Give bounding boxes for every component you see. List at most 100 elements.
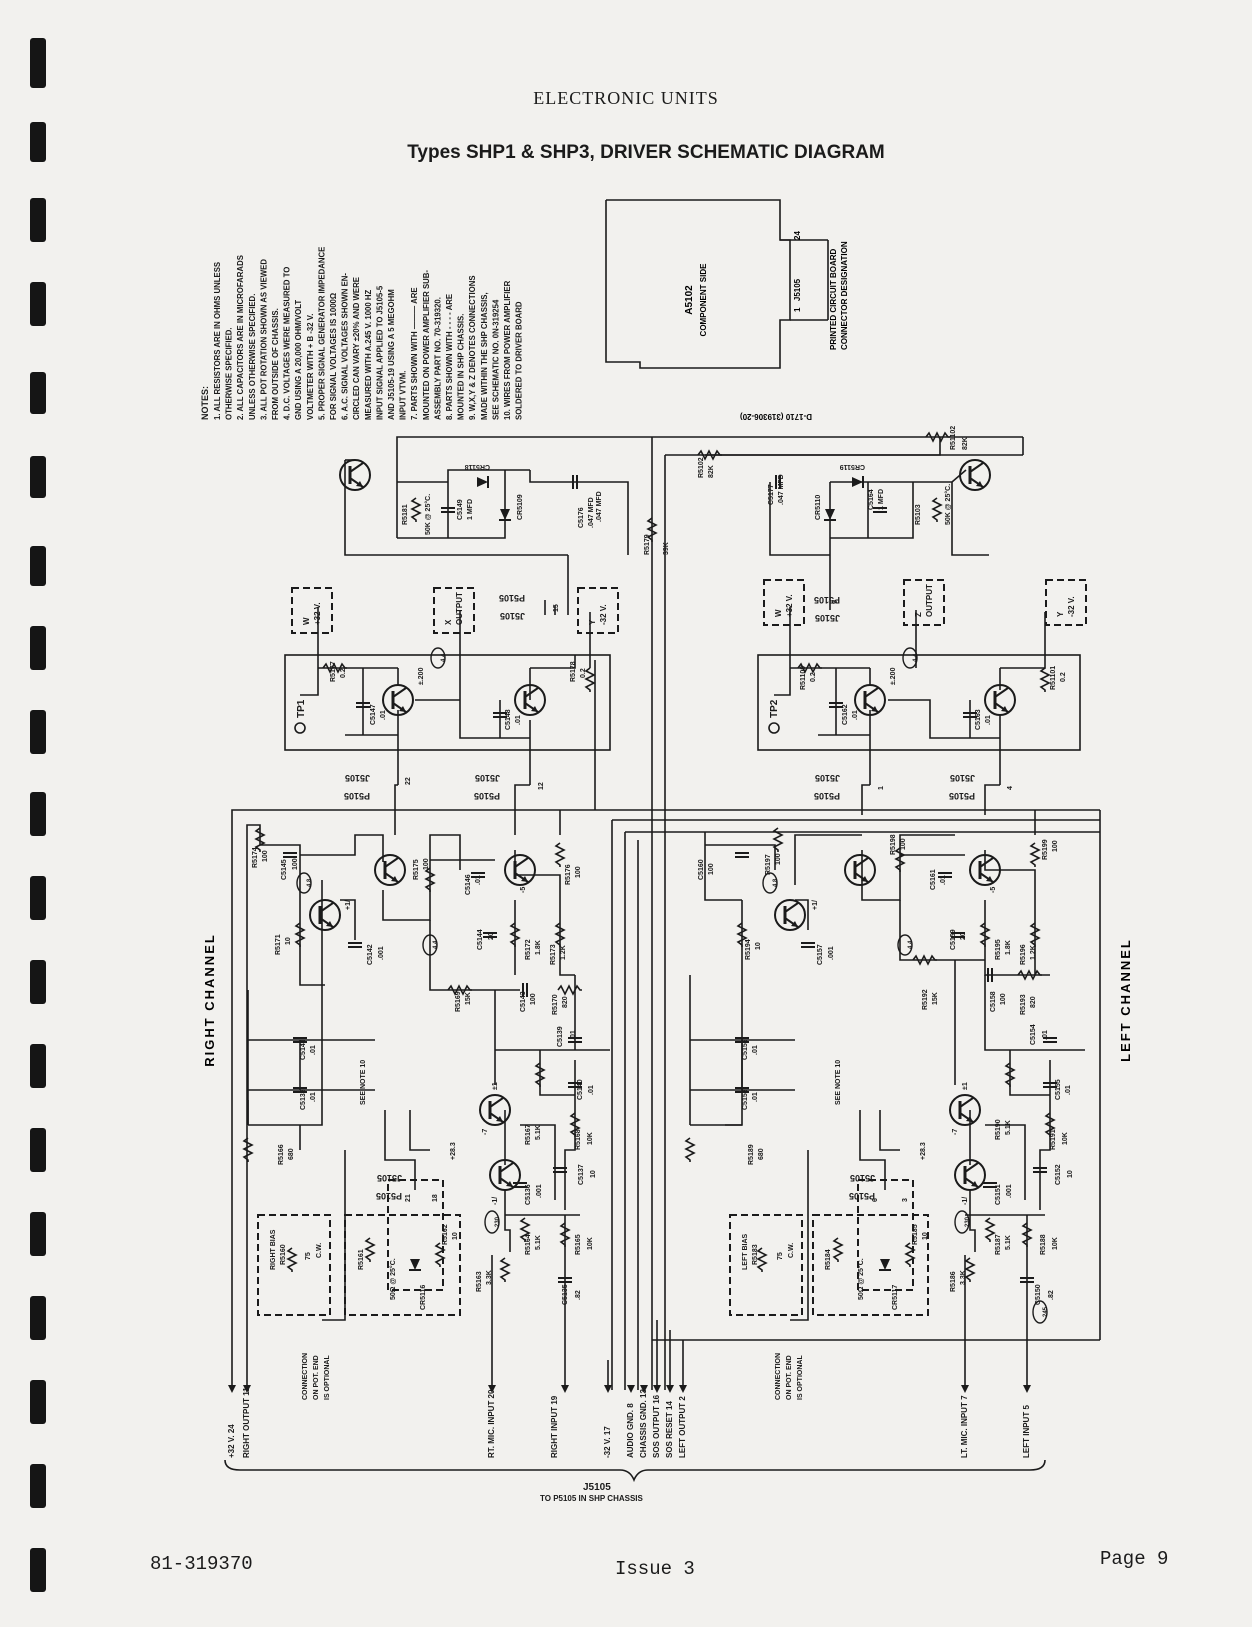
label-r5167: R5167 xyxy=(525,1124,532,1145)
label-c5148: C5148 xyxy=(505,709,512,730)
label-pin15: 15 xyxy=(553,604,560,612)
note-line: CIRCLED CAN VARY ±20% AND WERE xyxy=(352,277,361,420)
label-r5171v: 10 xyxy=(285,937,292,945)
label-r51100v: 0.2 xyxy=(810,672,817,682)
label-lb-title: LEFT BIAS xyxy=(742,1233,749,1270)
label-c5146: C5146 xyxy=(465,874,472,895)
binding-mark xyxy=(30,1044,46,1088)
label-c5156v: .01 xyxy=(752,1045,759,1055)
chassis-box-label: Y xyxy=(1056,611,1065,617)
label-r5190: R5190 xyxy=(995,1119,1002,1140)
note-line: MOUNTED IN SHP CHASSIS. xyxy=(457,314,466,420)
connection-note-line: CONNECTION xyxy=(302,1352,309,1400)
label-j5105-4: J5105 xyxy=(949,773,975,783)
label-c5155v: .01 xyxy=(1065,1085,1072,1095)
label-r51102v: 82K xyxy=(962,437,969,450)
label-cw2: C.W. xyxy=(788,1242,795,1258)
note-line: AND J5105-19 USING A 5 MEGOHM xyxy=(387,289,396,420)
label-r5178: R5178 xyxy=(570,661,577,682)
label-cw1: C.W. xyxy=(316,1242,323,1258)
note-line: 6. A.C. SIGNAL VOLTAGES SHOWN EN- xyxy=(341,273,350,420)
label-r5188v: 10K xyxy=(1052,1237,1059,1250)
label-r5166v: 680 xyxy=(288,1148,295,1160)
label-c5135v: .82 xyxy=(575,1290,582,1300)
label-r5177v: 0.2 xyxy=(340,668,347,678)
label-r5175: R5175 xyxy=(413,859,420,880)
label-r51100: R51100 xyxy=(800,665,807,690)
label-c5137v: 10 xyxy=(590,1170,597,1178)
note-line: MADE WITHIN THE SHP CHASSIS, xyxy=(480,292,489,420)
note-line: MOUNTED ON POWER AMPLIFIER SUB- xyxy=(422,270,431,420)
label-c5160v: 100 xyxy=(708,863,715,875)
note-line: INPUT VTVM. xyxy=(399,371,408,420)
board-caption-2: CONNECTOR DESIGNATION xyxy=(840,241,849,350)
label-r5160: R5160 xyxy=(280,1244,287,1265)
label-r5160v: 75 xyxy=(305,1252,312,1260)
label-r5162: R5162 xyxy=(442,1224,449,1245)
note-line: GND USING A 20,000 OHM/VOLT xyxy=(294,300,303,420)
bottom-connector-name: J5105 xyxy=(583,1482,611,1493)
note-line: OTHERWISE SPECIFIED. xyxy=(225,327,234,420)
label-r5191: R5191 xyxy=(1050,1129,1057,1150)
label-j5105-1: J5105 xyxy=(814,773,840,783)
notes-block: NOTES: 1. ALL RESISTORS ARE IN OHMS UNLE… xyxy=(200,247,524,420)
label-r5186v: 3.3K xyxy=(960,1270,967,1285)
board-connector: J5105 xyxy=(793,278,802,301)
label-r5193v: 820 xyxy=(1030,996,1037,1008)
note-line: SEE SCHEMATIC NO. 0N-319254 xyxy=(491,299,500,420)
label-c5154: C5154 xyxy=(1030,1024,1037,1045)
label-vq12b: -1/ xyxy=(492,1196,499,1205)
label-r5191v: 10K xyxy=(1062,1132,1069,1145)
label-vq12: +28.3 xyxy=(450,1142,457,1160)
label-r5189: R5189 xyxy=(748,1144,755,1165)
chassis-box-label: W xyxy=(774,609,783,617)
label-r51101: R51101 xyxy=(1050,665,1057,690)
label-cr5116: CR5116 xyxy=(420,1284,427,1310)
label-r5172: R5172 xyxy=(525,939,532,960)
binding-mark xyxy=(30,1548,46,1592)
label-r5176v: 100 xyxy=(575,866,582,878)
binding-mark xyxy=(30,1212,46,1256)
label-c5137: C5137 xyxy=(578,1164,585,1185)
label-c5159: C5159 xyxy=(950,929,957,950)
chassis-box-label: Y xyxy=(588,619,597,625)
label-c5142: C5142 xyxy=(367,944,374,965)
terminal-label: SOS RESET 14 xyxy=(665,1401,674,1458)
chassis-box-label: X xyxy=(444,619,453,625)
board-outline xyxy=(605,199,829,369)
label-rb-title: RIGHT BIAS xyxy=(270,1229,277,1270)
test-point-tp1 xyxy=(294,722,306,734)
label-v44b: 4.4 xyxy=(913,653,919,662)
label-r5199: R5199 xyxy=(1042,839,1049,860)
label-r5194v: 10 xyxy=(755,942,762,950)
note-line: 5. PROPER SIGNAL GENERATOR IMPEDANCE xyxy=(317,247,326,420)
label-r5102: R5102 xyxy=(698,457,705,478)
label-r5179: R5179 xyxy=(644,534,651,555)
note-line: 1. ALL RESISTORS ARE IN OHMS UNLESS xyxy=(213,262,222,420)
label-c5147: C5147 xyxy=(370,704,377,725)
label-c5151: C5151 xyxy=(995,1184,1002,1205)
label-seenote1: SEE NOTE 10 xyxy=(360,1059,367,1105)
label-r5170: R5170 xyxy=(552,994,559,1015)
footer-page-number: Page 9 xyxy=(1100,1548,1169,1570)
label-vq24: +1/ xyxy=(812,900,819,910)
binding-mark xyxy=(30,546,46,586)
label-c5141: C5141 xyxy=(300,1039,307,1060)
note-line: 4. D.C. VOLTAGES WERE MEASURED TO xyxy=(283,267,292,420)
bottom-connector-sub: TO P5105 IN SHP CHASSIS xyxy=(540,1494,643,1503)
note-line: INPUT SIGNAL APPLIED TO J5105-5 xyxy=(375,285,384,420)
label-pin9: 9 xyxy=(832,600,839,604)
label-v44a: 4.4 xyxy=(441,653,447,662)
label-r5181: R5181 xyxy=(402,504,409,525)
label-c5143v: 100 xyxy=(530,993,537,1005)
label-c5140: C5140 xyxy=(577,1079,584,1100)
label-pin22: 22 xyxy=(405,777,412,785)
label-c5162v: .01 xyxy=(852,710,859,720)
label-r5173: R5173 xyxy=(550,944,557,965)
note-line: 8. PARTS SHOWN WITH - - - - ARE xyxy=(445,294,454,420)
label-c5152v: 10 xyxy=(1067,1170,1074,1178)
label-c5177: C5177 xyxy=(768,484,775,505)
terminal-label: AUDIO GND. 8 xyxy=(626,1403,635,1458)
passive-components xyxy=(243,432,1058,1283)
binding-mark xyxy=(30,876,46,920)
